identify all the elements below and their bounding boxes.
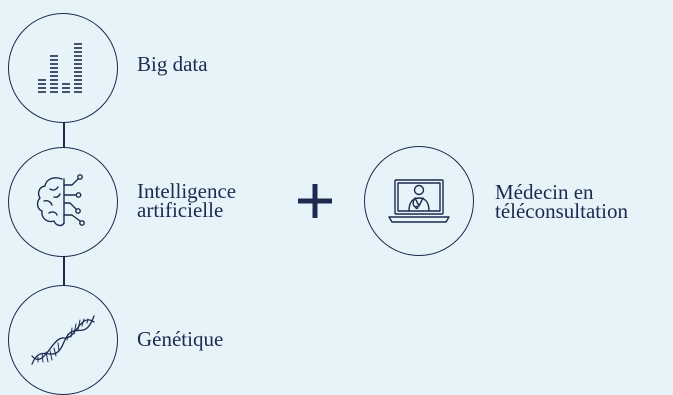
plus-icon <box>298 184 332 218</box>
brain-circuit-icon <box>36 174 85 227</box>
ai-label: Intelligence artificielle <box>137 179 237 222</box>
big-data-node <box>8 13 118 123</box>
ai-node <box>8 147 118 257</box>
doctor-node <box>364 146 474 256</box>
doctor-laptop-icon <box>388 179 450 223</box>
genetics-node <box>8 285 118 395</box>
connector-line-bottom <box>63 250 65 290</box>
doctor-label: Médecin en téléconsultation <box>495 180 628 223</box>
bar-chart-icon <box>38 43 82 93</box>
genetics-label: Génétique <box>137 327 224 351</box>
big-data-label: Big data <box>137 52 208 76</box>
dna-icon <box>31 315 95 365</box>
diagram: Big data Intelligence artificielle <box>8 13 628 395</box>
connector-line-top <box>63 118 65 152</box>
